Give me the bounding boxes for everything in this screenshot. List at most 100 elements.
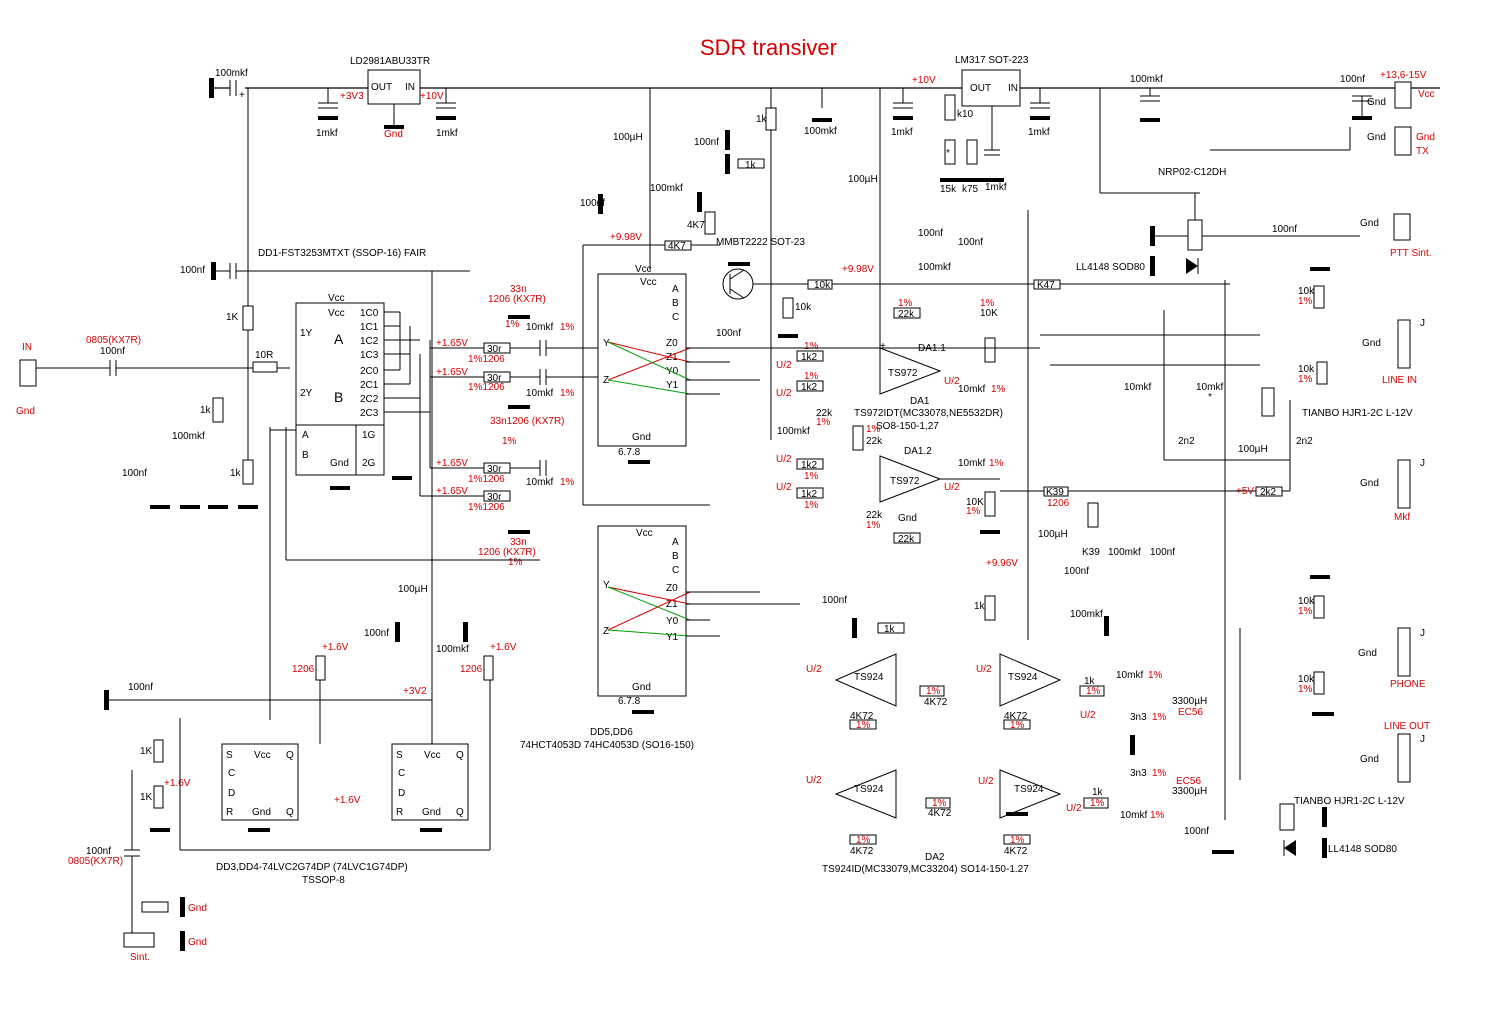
svg-text:TS924: TS924 [854,672,884,683]
svg-text:TS924: TS924 [1014,784,1044,795]
svg-text:B: B [334,389,343,405]
svg-text:Gnd: Gnd [188,903,207,914]
svg-text:22k: 22k [866,510,883,521]
dd3-pkg-label: TSSOP-8 [302,875,345,886]
svg-text:100nf: 100nf [716,328,741,339]
svg-text:1%: 1% [898,298,913,309]
svg-text:2k2: 2k2 [1260,487,1277,498]
svg-text:Gnd: Gnd [1360,478,1379,489]
svg-text:100mkf: 100mkf [1108,547,1141,558]
svg-text:1G: 1G [362,430,376,441]
v33-label: +3V3 [340,91,364,102]
svg-text:TS924: TS924 [854,784,884,795]
svg-text:OUT: OUT [371,82,392,93]
svg-text:J: J [1420,458,1425,469]
svg-text:1mkf: 1mkf [1028,127,1050,138]
da12-label: DA1.2 [904,446,932,457]
svg-text:+1.6V: +1.6V [490,642,517,653]
svg-text:+1.65V: +1.65V [436,338,468,349]
svg-text:100µH: 100µH [848,174,878,185]
svg-text:10mkf: 10mkf [1196,382,1223,393]
svg-text:EC56: EC56 [1176,776,1201,787]
svg-text:3n3: 3n3 [1130,712,1147,723]
svg-text:R: R [226,807,233,818]
svg-text:100mkf: 100mkf [804,126,837,137]
svg-text:U/2: U/2 [1080,710,1096,721]
svg-text:100nf: 100nf [694,137,719,148]
svg-text:1mkf: 1mkf [436,128,458,139]
dd6-mux: Vcc A B C Y Z Z0 Z1 Y0 Y1 Gnd 6.7.8 DD5,… [520,525,694,751]
svg-text:100nf: 100nf [822,595,847,606]
svg-text:100nf: 100nf [1340,74,1365,85]
dd3-label: DD3,DD4-74LVC2G74DP (74LVC1G74DP) [216,862,408,873]
dd5-part-label: 74HCT4053D 74HC4053D (SO16-150) [520,740,694,751]
svg-text:2n2: 2n2 [1296,436,1313,447]
svg-text:100nf: 100nf [1184,826,1209,837]
svg-text:Vcc: Vcc [640,277,657,288]
svg-text:Gnd: Gnd [1367,97,1386,108]
relay1-label: TIANBO HJR1-2C L-12V [1302,408,1413,419]
svg-text:100nf: 100nf [100,346,125,357]
svg-text:30r: 30r [487,464,502,475]
svg-text:Vcc: Vcc [328,293,345,304]
svg-text:100nf: 100nf [128,682,153,693]
svg-text:1%: 1% [866,520,881,531]
vin-label: +13,6-15V [1380,70,1427,81]
svg-text:U/2: U/2 [776,388,792,399]
output-section: 1k 1% 10mkf 1% 3300µH EC56 3n3 1% 3n3 1%… [1079,280,1430,858]
svg-text:10mkf: 10mkf [958,384,985,395]
svg-text:C: C [398,768,405,779]
da1-label: DA1 [910,396,930,407]
svg-text:4K72: 4K72 [1004,846,1028,857]
svg-text:10mkf: 10mkf [1120,810,1147,821]
svg-text:2Y: 2Y [300,388,313,399]
svg-text:J: J [1420,628,1425,639]
v10-lm317-label: +10V [912,75,936,86]
svg-text:1K: 1K [140,792,153,803]
svg-text:1206: 1206 [292,664,315,675]
svg-text:1%: 1% [989,458,1004,469]
svg-text:Gnd: Gnd [384,129,403,140]
mkf-bias: K39 1206 K39 100mkf 100nf +5V 2k2 100µH … [940,210,1290,640]
svg-text:+3V2: +3V2 [403,686,427,697]
power-rail-top: 100mkf + [209,68,1440,101]
da1-opamp-2: TS972 DA1.2 Gnd 1k2 1k2 1% 1% U/2 U/2 22… [776,446,1004,545]
svg-text:Q: Q [286,750,294,761]
svg-text:22k: 22k [898,309,915,320]
svg-text:C: C [672,312,679,323]
svg-text:1%: 1% [1298,684,1313,695]
svg-text:+1.65V: +1.65V [436,458,468,469]
svg-text:3300µH: 3300µH [1172,696,1207,707]
svg-text:1%: 1% [856,720,871,731]
in-connector-label: IN [22,342,32,353]
svg-text:1%: 1% [804,471,819,482]
svg-text:K47: K47 [1037,280,1055,291]
lm317-regulator: LM317 SOT-223 OUT IN +10V k10 * 15k k75 … [891,55,1050,195]
svg-text:10k: 10k [1298,286,1315,297]
svg-text:K39: K39 [1082,547,1100,558]
svg-text:1%1206: 1%1206 [468,382,505,393]
svg-text:+1.6V: +1.6V [322,642,349,653]
line-out-label: LINE OUT [1384,721,1430,732]
misc-wiring [179,245,1291,851]
svg-text:100mkf: 100mkf [918,262,951,273]
svg-text:S: S [396,750,403,761]
phone-label: PHONE [1390,679,1426,690]
svg-text:30r: 30r [487,373,502,384]
svg-text:100mkf: 100mkf [1130,74,1163,85]
svg-text:1mkf: 1mkf [316,128,338,139]
svg-text:Gnd: Gnd [632,432,651,443]
svg-text:2C2: 2C2 [360,394,379,405]
svg-text:1%: 1% [1298,296,1313,307]
svg-text:6.7.8: 6.7.8 [618,696,641,707]
svg-text:OUT: OUT [970,83,991,94]
svg-text:30r: 30r [487,492,502,503]
svg-text:10mkf: 10mkf [958,458,985,469]
svg-text:6.7.8: 6.7.8 [618,447,641,458]
svg-text:2n2: 2n2 [1178,436,1195,447]
svg-text:TS972: TS972 [890,476,920,487]
mkf-label: Mkf [1394,512,1410,523]
tx-connector-label: TX [1416,146,1429,157]
svg-text:0805(KX7R): 0805(KX7R) [86,335,141,346]
svg-text:1%: 1% [866,424,881,435]
